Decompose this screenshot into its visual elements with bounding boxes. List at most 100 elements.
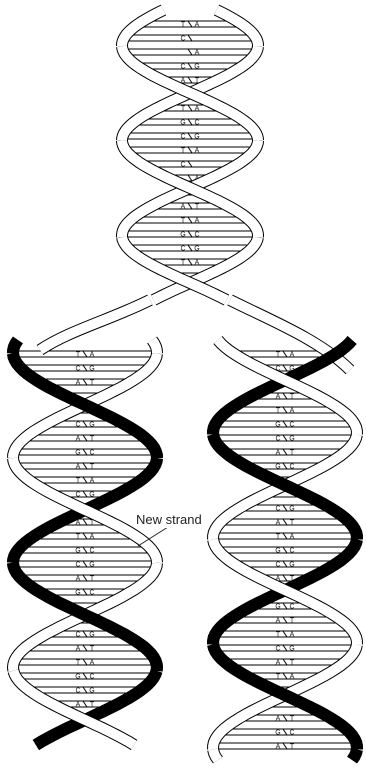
left-daughter-helix-base-letter: C <box>89 674 94 681</box>
right-daughter-helix-base-letter: T <box>290 520 295 527</box>
right-daughter-helix-base-letter: C <box>275 562 280 569</box>
left-daughter-helix-base-letter: T <box>76 478 81 485</box>
parent-helix-base-letter: C <box>180 36 185 43</box>
right-daughter-helix-base-letter: T <box>276 534 281 541</box>
right-daughter-helix-base-letter: C <box>289 548 294 555</box>
right-daughter-helix-base-letter: G <box>289 646 294 653</box>
right-daughter-helix-base-letter: A <box>276 394 281 401</box>
right-daughter-helix-base-letter: A <box>276 716 281 723</box>
parent-helix-base-letter: C <box>180 162 185 169</box>
left-daughter-helix-base-letter: A <box>90 660 95 667</box>
left-daughter-helix-base-letter: G <box>89 562 94 569</box>
parent-helix-base-letter: G <box>180 120 185 127</box>
left-daughter-helix-base-letter: T <box>76 534 81 541</box>
right-daughter-helix-base-letter: T <box>276 632 281 639</box>
left-daughter-helix-base-letter: A <box>90 478 95 485</box>
left-daughter-helix-base-letter: A <box>76 380 81 387</box>
right-daughter-helix-base-letter: G <box>289 436 294 443</box>
left-daughter-helix-base-letter: T <box>90 380 95 387</box>
parent-helix-base-letter: A <box>195 50 200 57</box>
parent-helix-base-letter: A <box>195 22 200 29</box>
right-daughter-helix-strand-a <box>213 750 218 761</box>
left-daughter-helix-base-letter: G <box>89 632 94 639</box>
right-daughter-helix-base-letter: T <box>276 408 281 415</box>
parent-helix-base-letter: C <box>180 64 185 71</box>
left-daughter-helix-strand-a <box>152 340 157 354</box>
parent-helix-base-letter: C <box>194 120 199 127</box>
left-daughter-helix-base-letter: C <box>75 366 80 373</box>
left-daughter-helix-base-letter: T <box>90 646 95 653</box>
left-daughter-helix-strand-b <box>13 340 18 354</box>
parent-helix-base-letter: G <box>180 232 185 239</box>
left-daughter-helix-base-letter: A <box>76 436 81 443</box>
left-daughter-helix-base-letter: T <box>90 464 95 471</box>
left-daughter-helix-base-letter: C <box>89 548 94 555</box>
right-daughter-helix-base-letter: A <box>290 674 295 681</box>
parent-helix-base-letter: G <box>194 246 199 253</box>
right-daughter-helix-base-letter: A <box>290 408 295 415</box>
right-daughter-helix-base-letter: G <box>289 506 294 513</box>
right-daughter-helix-base-letter: T <box>290 660 295 667</box>
left-daughter-helix-base-letter: A <box>76 702 81 709</box>
parent-helix-base-letter: C <box>180 246 185 253</box>
right-daughter-helix-base-letter: C <box>289 604 294 611</box>
left-daughter-helix-base-letter: G <box>75 548 80 555</box>
parent-helix-base-letter: A <box>195 148 200 155</box>
left-daughter-helix-base-letter: G <box>75 450 80 457</box>
right-daughter-helix-base-letter: G <box>275 422 280 429</box>
right-daughter-helix-base-letter: T <box>276 352 281 359</box>
left-daughter-helix-base-letter: A <box>76 464 81 471</box>
right-daughter-helix-strand-a <box>213 540 357 645</box>
right-daughter-helix-base-letter: G <box>275 730 280 737</box>
parent-helix-base-letter: A <box>181 204 186 211</box>
right-daughter-helix-base-letter: A <box>276 744 281 751</box>
right-daughter-helix-base-letter: T <box>276 674 281 681</box>
left-daughter-helix-base-letter: G <box>75 590 80 597</box>
left-daughter-helix-base-letter: G <box>89 366 94 373</box>
right-daughter-helix-base-letter: A <box>276 520 281 527</box>
left-daughter-helix-base-letter: C <box>75 688 80 695</box>
right-daughter-helix-base-letter: G <box>275 604 280 611</box>
left-daughter-helix-base-letter: C <box>75 422 80 429</box>
left-daughter-helix-base-letter: T <box>76 660 81 667</box>
parent-helix-base-letter: A <box>195 106 200 113</box>
right-daughter-helix-base-letter: T <box>290 716 295 723</box>
right-daughter-helix-base-letter: C <box>289 464 294 471</box>
left-daughter-helix-base-letter: T <box>90 436 95 443</box>
right-daughter-helix-base-letter: A <box>276 618 281 625</box>
left-daughter-helix-base-letter: C <box>89 450 94 457</box>
parent-helix-base-letter: A <box>195 218 200 225</box>
parent-helix-strand-b <box>122 46 258 140</box>
left-daughter-helix-base-letter: C <box>89 590 94 597</box>
right-daughter-helix-base-letter: C <box>275 436 280 443</box>
parent-helix-base-letter: G <box>194 64 199 71</box>
parent-helix-base-letter: T <box>181 106 186 113</box>
fork-strand-left <box>40 300 150 350</box>
left-daughter-helix-base-letter: C <box>75 562 80 569</box>
right-daughter-helix-base-letter: C <box>289 730 294 737</box>
parent-helix-base-letter: C <box>180 134 185 141</box>
right-daughter-helix-strand-b <box>352 750 357 761</box>
parent-helix-base-letter: C <box>194 232 199 239</box>
right-daughter-helix-base-letter: C <box>275 506 280 513</box>
right-daughter-helix-base-letter: G <box>275 464 280 471</box>
right-daughter-helix-base-letter: G <box>275 548 280 555</box>
parent-helix-base-letter: T <box>195 204 200 211</box>
left-daughter-helix-base-letter: T <box>76 352 81 359</box>
left-daughter-helix-base-letter: A <box>90 352 95 359</box>
left-daughter-helix-base-letter: A <box>90 534 95 541</box>
right-daughter-helix-base-letter: T <box>290 618 295 625</box>
parent-helix-base-letter: T <box>181 218 186 225</box>
right-daughter-helix-base-letter: A <box>290 534 295 541</box>
right-daughter-helix-base-letter: A <box>276 660 281 667</box>
new-strand-label: New strand <box>134 512 204 528</box>
right-daughter-helix-base-letter: T <box>290 394 295 401</box>
right-daughter-helix-base-letter: T <box>290 450 295 457</box>
parent-helix-base-letter: T <box>181 148 186 155</box>
right-daughter-helix-base-letter: A <box>290 352 295 359</box>
left-daughter-helix-base-letter: G <box>89 422 94 429</box>
parent-helix-base-letter: T <box>181 260 186 267</box>
right-daughter-helix-base-letter: A <box>290 632 295 639</box>
